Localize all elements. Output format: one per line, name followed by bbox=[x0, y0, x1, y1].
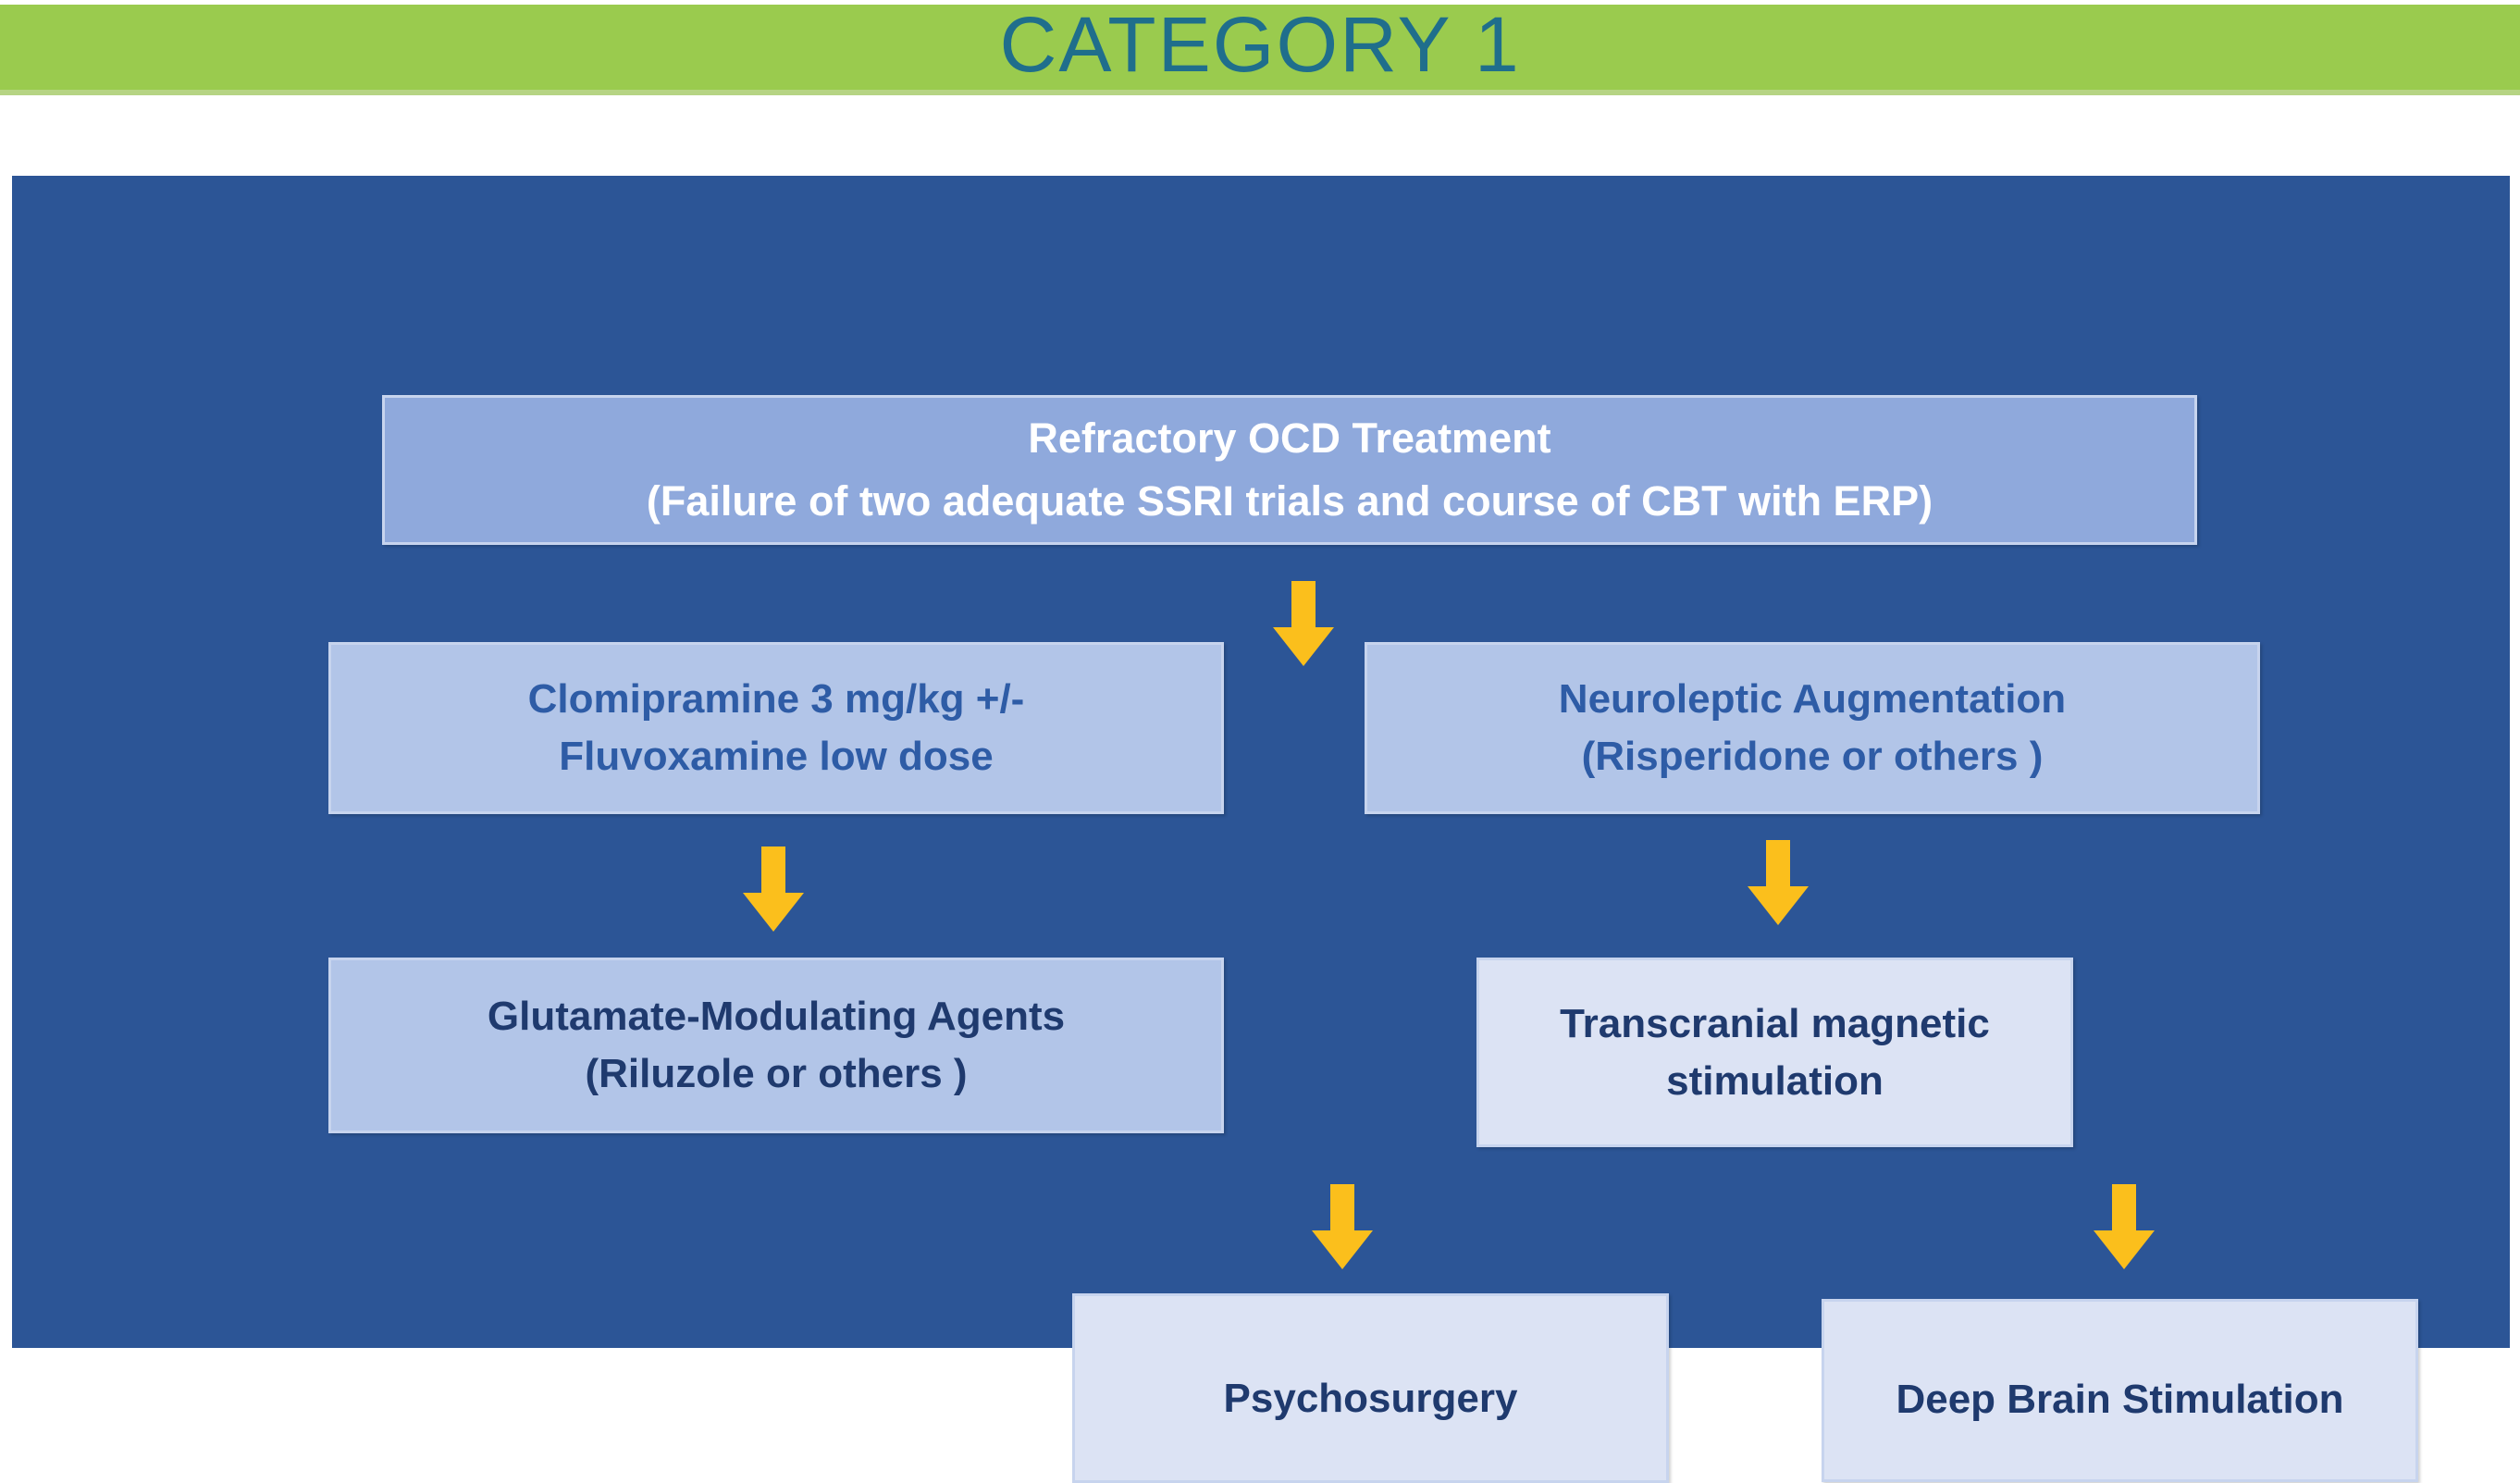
node-psychosurgery[interactable]: Psychosurgery bbox=[1072, 1293, 1669, 1483]
header-banner: CATEGORY 1 bbox=[0, 5, 2520, 90]
node-label: Transcranial magnetic stimulation bbox=[1560, 1000, 1990, 1104]
node-deep-brain-stimulation[interactable]: Deep Brain Stimulation bbox=[1822, 1299, 2418, 1482]
node-label: Deep Brain Stimulation bbox=[1896, 1377, 2344, 1422]
node-refractory-ocd-treatment[interactable]: Refractory OCD Treatment (Failure of two… bbox=[382, 395, 2197, 545]
down-arrow-icon bbox=[743, 847, 804, 932]
node-label: Neuroleptic Augmentation (Risperidone or… bbox=[1558, 676, 2067, 779]
down-arrow-icon bbox=[1273, 581, 1334, 666]
node-label: Glutamate-Modulating Agents (Riluzole or… bbox=[487, 994, 1066, 1096]
header-banner-shadow bbox=[0, 90, 2520, 95]
down-arrow-icon bbox=[2094, 1184, 2155, 1269]
node-transcranial-magnetic-stimulation[interactable]: Transcranial magnetic stimulation bbox=[1476, 958, 2073, 1147]
page-title: CATEGORY 1 bbox=[999, 1, 1521, 88]
node-neuroleptic-augmentation[interactable]: Neuroleptic Augmentation (Risperidone or… bbox=[1365, 642, 2260, 814]
node-label: Clomipramine 3 mg/kg +/- Fluvoxamine low… bbox=[527, 676, 1025, 779]
down-arrow-icon bbox=[1748, 840, 1809, 925]
down-arrow-icon bbox=[1312, 1184, 1373, 1269]
node-clomipramine[interactable]: Clomipramine 3 mg/kg +/- Fluvoxamine low… bbox=[328, 642, 1224, 814]
node-label: Psychosurgery bbox=[1223, 1375, 1518, 1421]
node-glutamate-modulating-agents[interactable]: Glutamate-Modulating Agents (Riluzole or… bbox=[328, 958, 1224, 1133]
flowchart-panel: Refractory OCD Treatment (Failure of two… bbox=[12, 176, 2510, 1483]
node-label: Refractory OCD Treatment (Failure of two… bbox=[646, 414, 1933, 525]
